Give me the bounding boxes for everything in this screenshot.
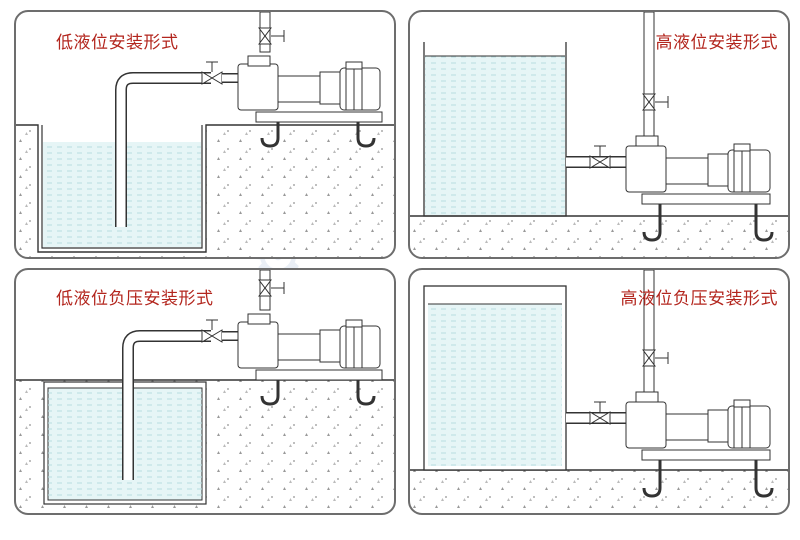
panel-low-level: 低液位安装形式 bbox=[14, 10, 396, 259]
pump-motor-icon bbox=[625, 135, 774, 242]
panel-low-level-negative-pressure-drawing bbox=[16, 270, 394, 513]
valve-icon bbox=[642, 93, 669, 111]
panel-low-level-drawing bbox=[16, 12, 394, 257]
valve-icon bbox=[589, 145, 611, 169]
valve-icon bbox=[589, 401, 611, 425]
panel-high-level-negative-pressure-drawing bbox=[410, 270, 788, 513]
pump-motor-icon bbox=[237, 313, 383, 406]
panel-high-level-negative-pressure: 高液位负压安装形式 bbox=[408, 268, 790, 515]
pump-motor-icon bbox=[625, 391, 774, 498]
panel-title: 低液位安装形式 bbox=[56, 33, 179, 53]
panel-high-level-drawing bbox=[410, 12, 788, 257]
pump-motor-icon bbox=[237, 55, 383, 148]
panel-low-level-negative-pressure: 低液位负压安装形式 bbox=[14, 268, 396, 515]
ground bbox=[410, 216, 788, 257]
panel-high-level: 高液位安装形式 bbox=[408, 10, 790, 259]
valve-icon bbox=[201, 61, 223, 85]
valve-icon bbox=[258, 27, 285, 45]
panel-title: 高液位负压安装形式 bbox=[620, 289, 778, 309]
ground bbox=[16, 125, 394, 257]
panel-title: 低液位负压安装形式 bbox=[56, 289, 214, 309]
valve-icon bbox=[258, 279, 285, 297]
panel-title: 高液位安装形式 bbox=[655, 33, 778, 53]
ground bbox=[410, 470, 788, 513]
valve-icon bbox=[642, 349, 669, 367]
